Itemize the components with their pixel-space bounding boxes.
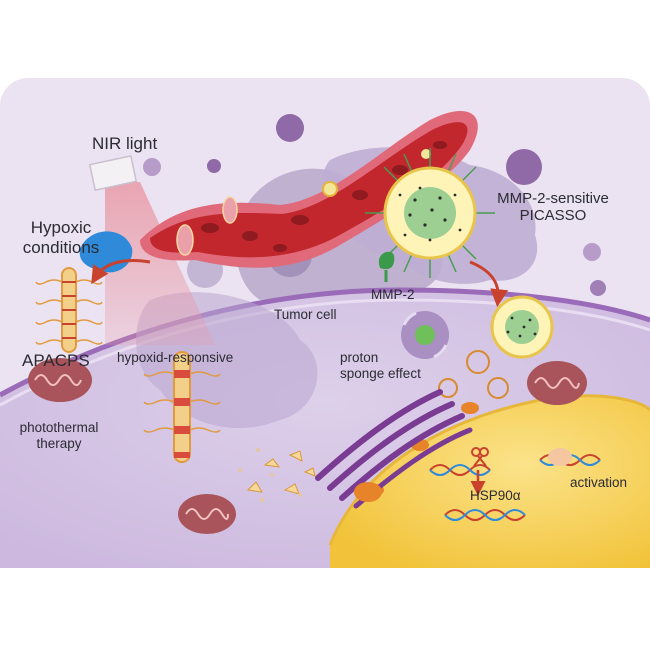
internalized-nanoparticle-icon (490, 295, 554, 359)
hypoxid-responsive-label: hypoxid-responsive (117, 350, 234, 365)
mitochondria-icon (527, 361, 587, 405)
proton-sponge-label: proton sponge effect (340, 350, 421, 381)
photothermal-line-1: photothermal (19, 420, 99, 435)
nir-light-label: NIR light (92, 134, 158, 153)
light-source-icon (88, 155, 138, 191)
blood-vessel-icon (140, 111, 478, 268)
mmp2-sensitive-picasso-label: MMP-2-sensitive PICASSO (478, 190, 628, 225)
extracellular-vesicles (143, 114, 606, 296)
internalization-arrow (469, 260, 509, 308)
nanoparticle-icon (365, 148, 495, 278)
photothermal-therapy-label: photothermal therapy (4, 420, 114, 451)
vesicle-rings (438, 350, 509, 399)
cell-membrane (0, 287, 650, 398)
membrane-fragments (246, 450, 316, 495)
hypoxic-line-2: conditions (22, 237, 100, 257)
debris-dots (238, 448, 302, 502)
mitochondria-icon (28, 358, 92, 402)
mmp2-sensitive-line-1: MMP-2-sensitive (497, 190, 609, 207)
apacps-polymer-icon (35, 267, 103, 353)
mitochondria-icon (178, 494, 236, 534)
proton-line-2: sponge effect (340, 365, 421, 381)
mmp2-label: MMP-2 (371, 287, 415, 302)
protein-blob (354, 448, 572, 502)
mmp2-sensitive-line-2: PICASSO (519, 207, 587, 225)
hypoxid-responsive-polymer-icon (143, 351, 221, 463)
proton-line-1: proton (340, 350, 379, 365)
hypoxic-conditions-label: Hypoxic conditions (6, 218, 116, 257)
nucleus-icon (330, 395, 650, 568)
apacps-label: APACPS (22, 351, 90, 370)
nir-light-beam (105, 182, 215, 345)
golgi-icon (315, 389, 473, 509)
hsp90a-label: HSP90α (470, 488, 521, 503)
endosome-icon (401, 311, 449, 359)
hypoxic-line-1: Hypoxic (30, 218, 92, 237)
release-arrow (91, 259, 151, 285)
tumor-cell-label: Tumor cell (274, 307, 337, 322)
scissors-icon (471, 447, 489, 467)
photothermal-line-2: therapy (36, 435, 82, 451)
enzyme-icon (378, 251, 395, 282)
activation-label: activation (570, 475, 628, 490)
